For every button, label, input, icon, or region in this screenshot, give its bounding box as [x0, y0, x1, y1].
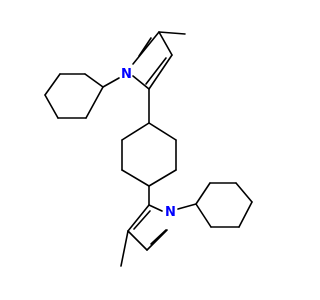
structure-canvas: N N — [44, 31, 253, 267]
bond-n2-cyclohexyl — [177, 203, 197, 210]
atom-label-n1: N — [121, 67, 132, 82]
pyrrole-ring-top — [132, 31, 173, 90]
pyrrole-ring-bottom — [127, 204, 168, 251]
molecule-drawing: N N — [44, 31, 253, 267]
bond-n1-cyclohexyl — [102, 77, 120, 88]
cyclohexyl-ring-top — [44, 73, 104, 119]
bond-methyl-top — [158, 31, 186, 35]
cyclohexane-ring-center — [121, 122, 177, 187]
bond-methyl-bottom — [120, 230, 129, 267]
cyclohexyl-ring-bottom — [195, 182, 253, 228]
atom-label-n2: N — [165, 205, 176, 220]
